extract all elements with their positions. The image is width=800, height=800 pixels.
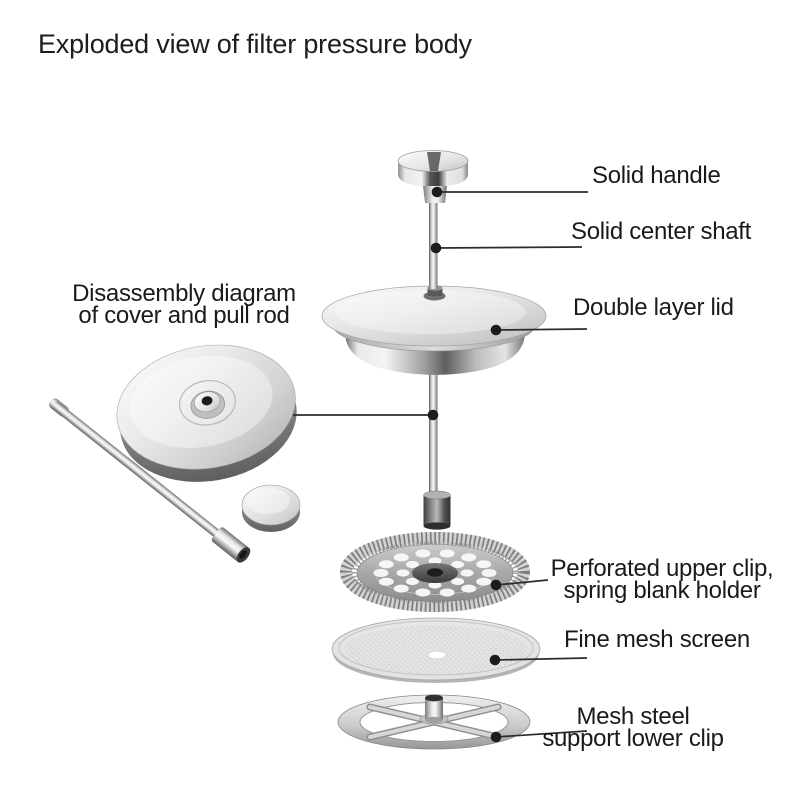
page-title: Exploded view of filter pressure body (38, 29, 472, 59)
callout-mesh-support-line2: support lower clip (542, 725, 724, 752)
callout-perforated-line2: spring blank holder (563, 577, 761, 604)
detached-cover (116, 344, 297, 482)
callout-disassembly-line2: of cover and pull rod (78, 302, 290, 329)
callout-disassembly: Disassembly diagram of cover and pull ro… (62, 280, 306, 329)
fine-mesh-screen (331, 617, 541, 683)
callout-perforated-upper-clip: Perforated upper clip, spring blank hold… (528, 555, 796, 604)
callout-lines (293, 191, 588, 738)
cover-knob-cap (241, 484, 301, 532)
callout-mesh-support-line1: Mesh steel (576, 703, 690, 730)
solid-handle-knob (397, 150, 469, 203)
callout-perforated-line1: Perforated upper clip, (550, 555, 774, 582)
callout-disassembly-line1: Disassembly diagram (72, 280, 296, 307)
double-layer-lid (321, 278, 547, 375)
callout-mesh-support: Mesh steel support lower clip (528, 703, 738, 752)
callout-solid-handle: Solid handle (592, 162, 721, 189)
shaft-end-coupler (423, 490, 451, 530)
callout-double-layer-lid: Double layer lid (573, 294, 734, 321)
perforated-upper-clip-spring-blank-holder (340, 532, 530, 612)
callout-dots (427, 186, 502, 743)
pull-rod (49, 398, 251, 563)
mesh-steel-support-lower-clip (337, 694, 531, 750)
callout-fine-mesh-screen: Fine mesh screen (564, 626, 750, 653)
callout-solid-center-shaft: Solid center shaft (571, 218, 752, 245)
